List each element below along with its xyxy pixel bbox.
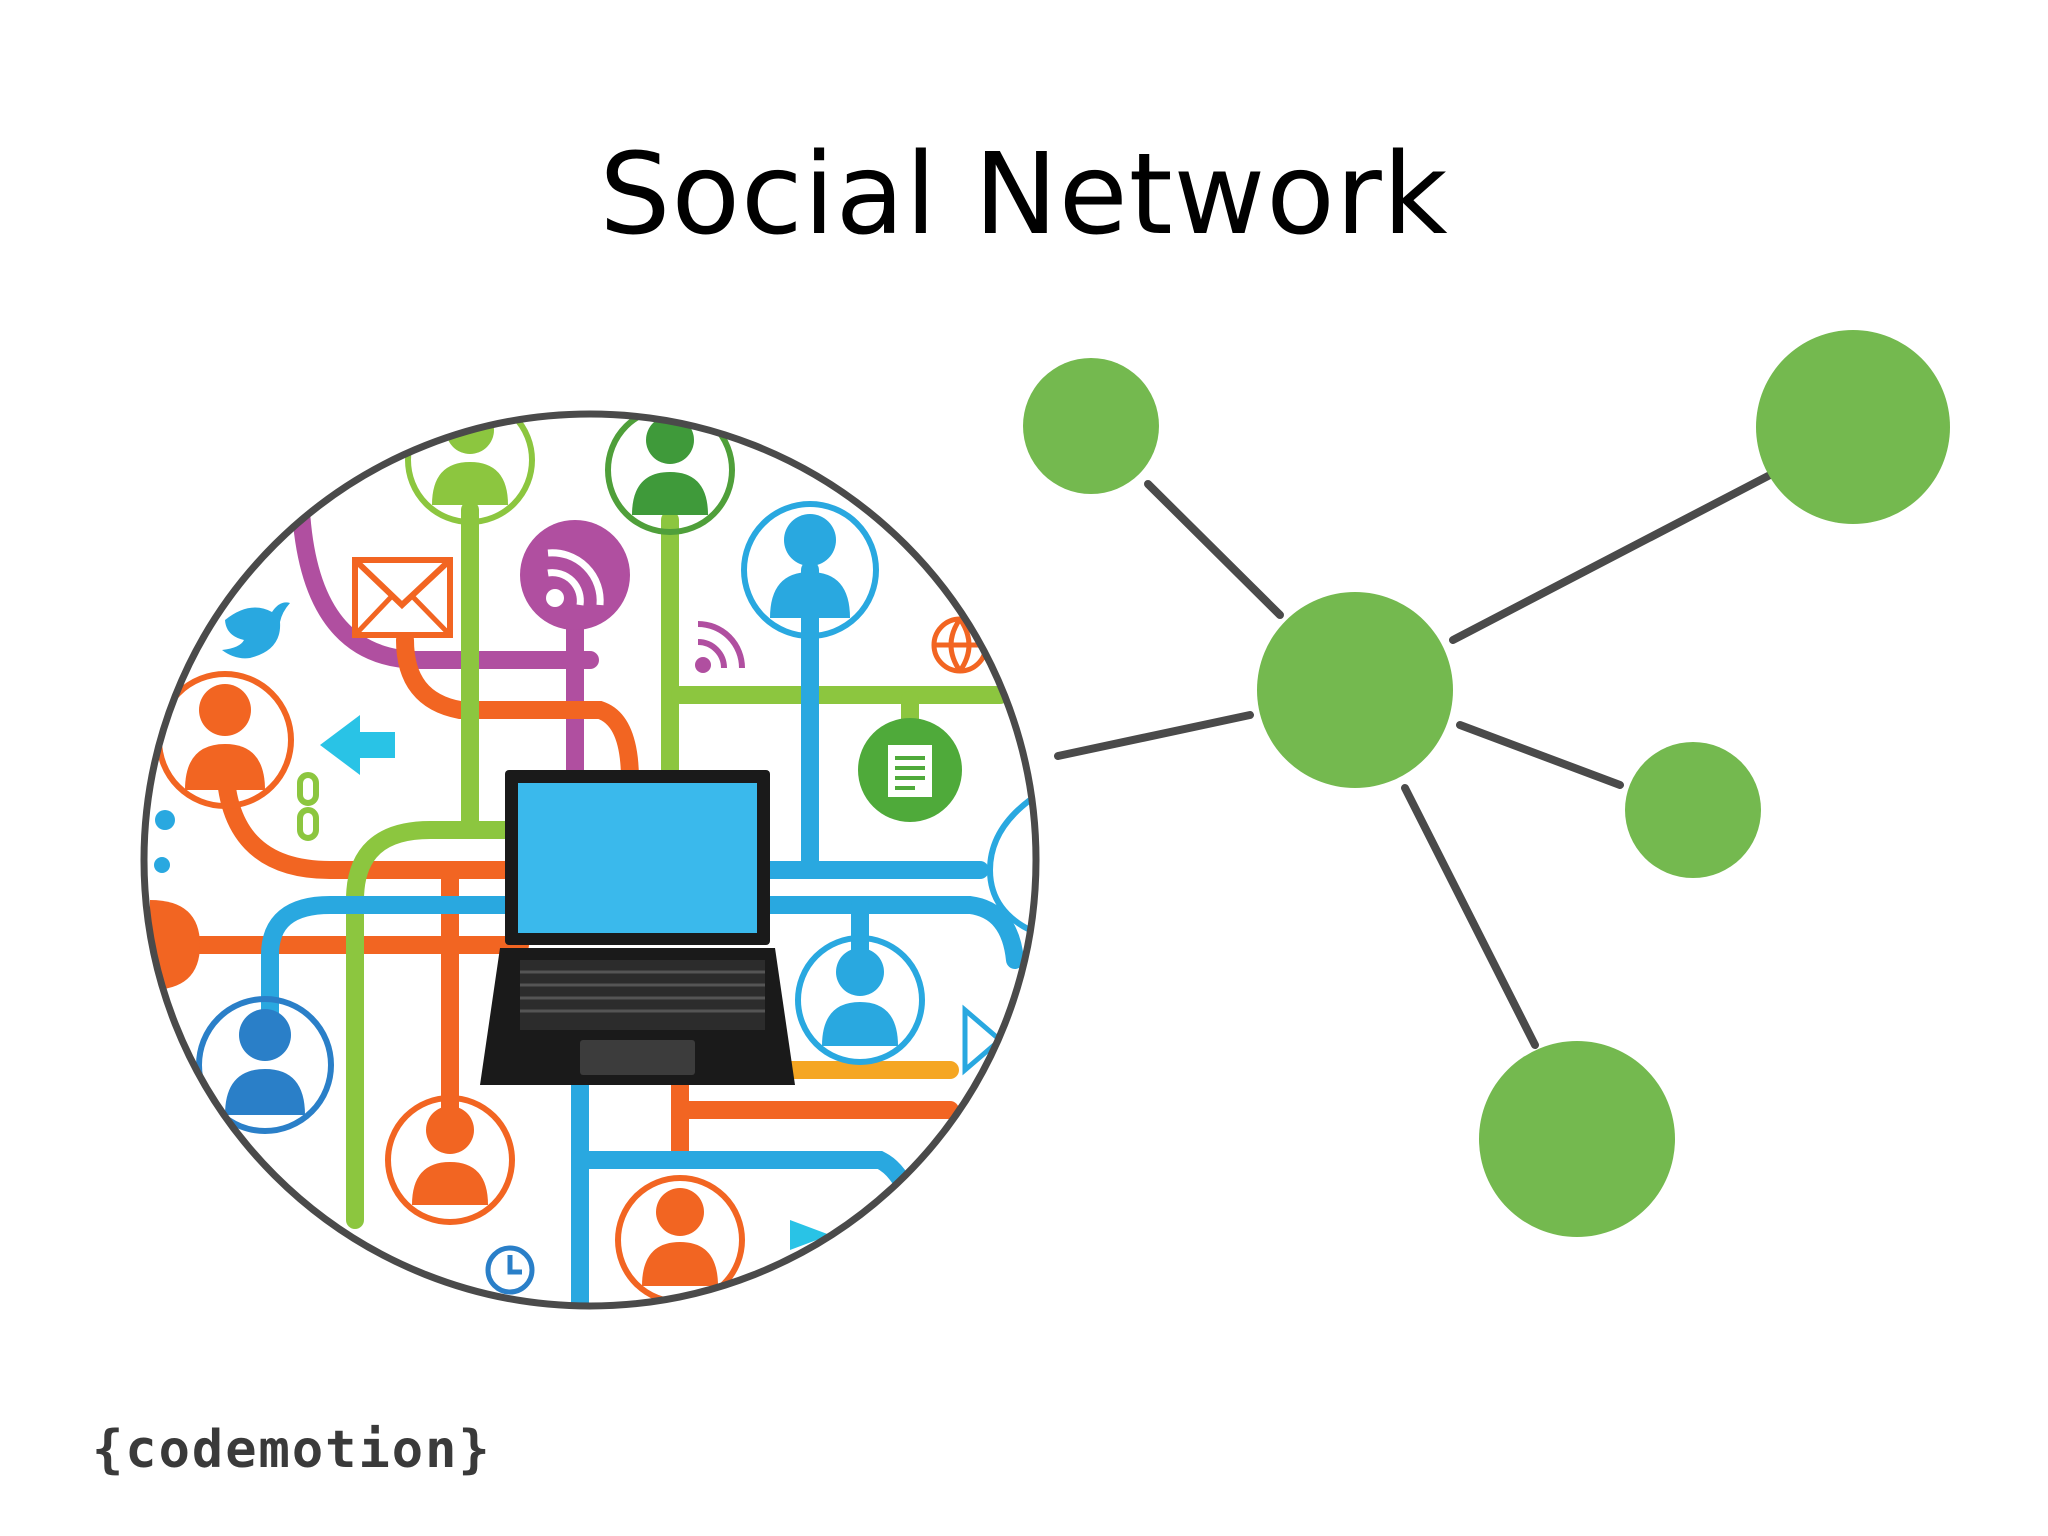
partial-arrow	[790, 1220, 830, 1250]
clock-icon	[485, 1245, 535, 1295]
laptop-icon	[480, 770, 795, 1085]
connection-lines	[171, 471, 1024, 1306]
link-icon	[297, 772, 319, 841]
person-icon	[196, 996, 334, 1134]
graph-edge	[1456, 721, 1624, 789]
graph-node	[1625, 742, 1761, 878]
share-dot	[155, 810, 175, 830]
person-icon	[741, 501, 879, 639]
person-icon	[385, 1095, 515, 1225]
graph-node	[1479, 1041, 1675, 1237]
partial-person-ring	[986, 797, 1032, 933]
graph-node	[1756, 330, 1950, 524]
person-icon	[156, 671, 294, 809]
graph-node-center	[1257, 592, 1453, 788]
rss-icon	[695, 621, 745, 673]
graph-edge	[1449, 471, 1774, 644]
graph-edge	[1054, 711, 1254, 760]
network-graph	[1023, 330, 1950, 1237]
headphones-shape	[150, 900, 200, 990]
person-icon	[605, 414, 735, 535]
mail-icon	[352, 557, 453, 638]
graph-edge	[1401, 784, 1539, 1049]
partial-triangle	[962, 1004, 1004, 1076]
person-icon	[795, 935, 925, 1065]
codemotion-logo: {codemotion}	[92, 1420, 492, 1480]
graph-edge	[1144, 480, 1284, 619]
share-dot	[154, 857, 170, 873]
rss-icon	[520, 520, 630, 630]
twitter-bird-icon	[222, 602, 290, 659]
document-icon	[858, 718, 962, 822]
illustration-ring	[140, 410, 1040, 1310]
slide-title: Social Network	[599, 130, 1449, 260]
arrow-left-icon	[320, 715, 395, 775]
network-illustration	[144, 414, 1036, 1306]
graph-node	[1023, 358, 1159, 494]
